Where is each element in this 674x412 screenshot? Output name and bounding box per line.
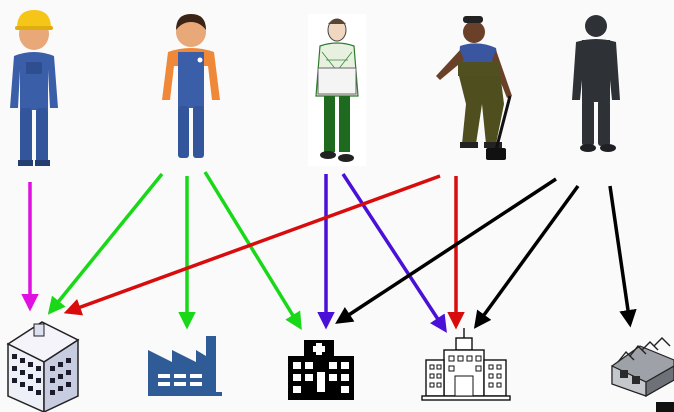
- hospital-icon: [288, 340, 354, 400]
- arrow-w5-to-p5: [608, 185, 637, 328]
- connections-layer: [21, 171, 637, 333]
- arrow-w2-to-p1: [47, 172, 164, 315]
- worker-overalls-icon: [162, 14, 220, 158]
- person-silhouette-icon: [572, 15, 620, 152]
- arrow-w3-to-p4: [341, 173, 447, 333]
- city-building-icon: [421, 328, 511, 401]
- warehouse-icon: [611, 337, 674, 412]
- arrow-w5-to-p3: [335, 177, 557, 324]
- arrow-w4-to-p1: [63, 174, 441, 316]
- office-building-icon: [6, 321, 80, 412]
- engineer-with-plans-icon: [308, 14, 366, 166]
- arrow-w5-to-p4: [473, 184, 580, 329]
- laborer-with-sledgehammer-icon: [436, 16, 512, 160]
- arrow-w2-to-p3: [203, 171, 302, 330]
- construction-worker-hardhat-icon: [10, 10, 58, 166]
- factory-icon: [148, 336, 222, 396]
